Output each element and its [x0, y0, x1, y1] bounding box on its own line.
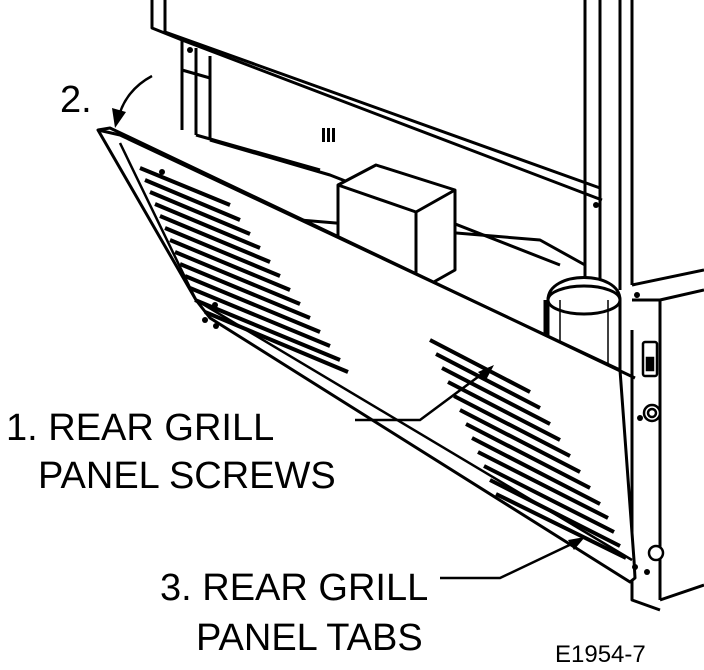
- figure-number: E1954-7: [555, 641, 646, 668]
- left-louvers: [139, 166, 349, 374]
- bracket-tabs: [322, 128, 335, 142]
- step1-leader: [355, 366, 491, 422]
- step1-label-line2: PANEL SCREWS: [38, 455, 336, 497]
- step3-label-line1: 3. REAR GRILL: [160, 567, 428, 609]
- step3-leader: [440, 538, 581, 580]
- panel-screws: [159, 169, 638, 570]
- step2-arrowhead: [112, 108, 126, 128]
- step1-arrowhead: [478, 365, 494, 380]
- side-controls: [641, 340, 665, 562]
- arrowheads: [112, 108, 585, 550]
- step2-label: 2.: [60, 79, 92, 121]
- step3-label-line2: PANEL TABS: [196, 617, 423, 659]
- step3-arrowhead: [568, 537, 585, 550]
- right-louvers: [429, 338, 627, 560]
- step1-label-line1: 1. REAR GRILL: [6, 407, 274, 449]
- frame-bolts: [187, 47, 650, 575]
